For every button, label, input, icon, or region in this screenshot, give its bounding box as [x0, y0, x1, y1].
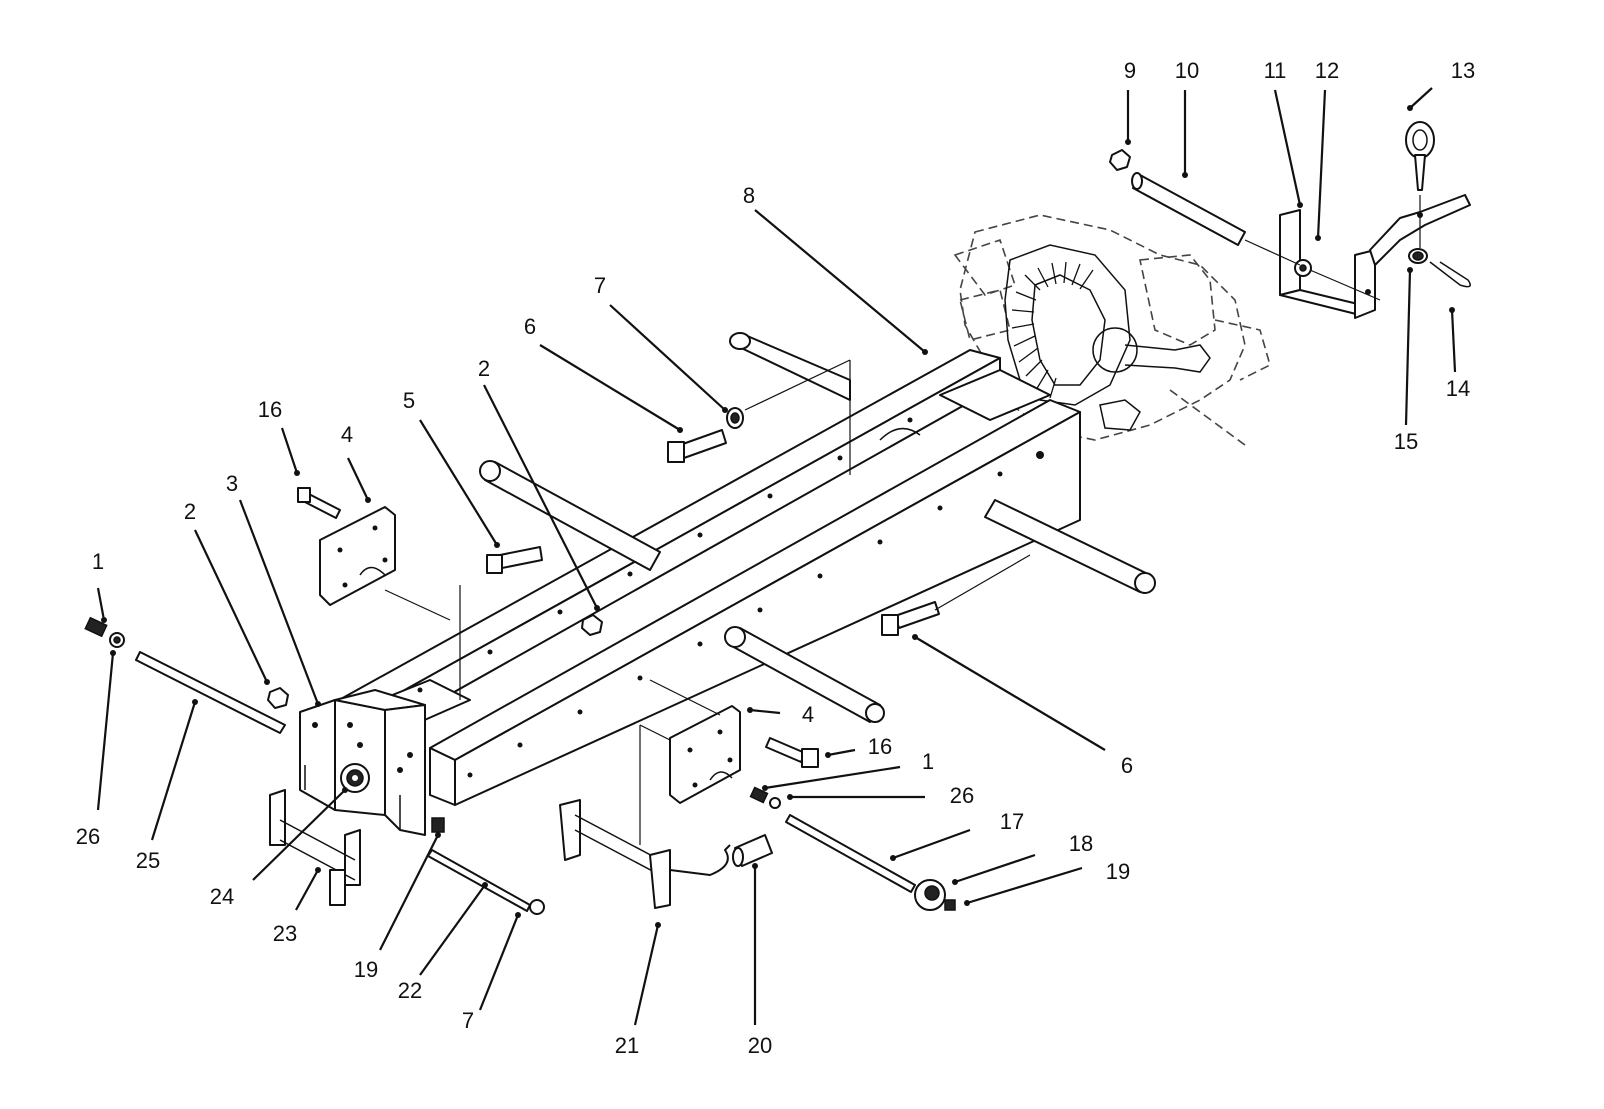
part-15-washer	[1408, 248, 1428, 264]
rear-upper-axle-tube	[729, 332, 851, 401]
callout-2: 2	[478, 356, 490, 381]
part-7-washer-upper	[726, 407, 744, 429]
part-18-pulley	[914, 879, 946, 911]
part-26-nut-right	[769, 797, 781, 809]
part-16-bolt-upper	[297, 487, 341, 519]
part-4-plate-upper	[319, 506, 396, 606]
part-19-nut-left	[431, 817, 445, 833]
part-14-hairpin	[1429, 261, 1471, 288]
callout-labels: 1 1 2 2 3 4 4 5 6 6 7 7 8 9 10 11 12 13 …	[76, 58, 1475, 1058]
part-23-bracket	[269, 789, 361, 906]
callout-14: 14	[1446, 376, 1470, 401]
callout-1: 1	[922, 749, 934, 774]
callout-19: 19	[1106, 859, 1130, 884]
part-2-nut-left	[267, 687, 289, 709]
part-19-nut-right	[944, 899, 956, 911]
callout-2: 2	[184, 499, 196, 524]
callout-26: 26	[76, 824, 100, 849]
callout-3: 3	[226, 471, 238, 496]
frame-rail-holes	[417, 417, 1044, 778]
part-26-nut-left	[109, 632, 125, 648]
callout-16: 16	[258, 397, 282, 422]
front-axle-tube	[724, 626, 885, 723]
assembly-lines	[384, 195, 1421, 845]
callout-7: 7	[462, 1008, 474, 1033]
callout-4: 4	[341, 422, 353, 447]
callout-16: 16	[868, 734, 892, 759]
callout-22: 22	[398, 978, 422, 1003]
callout-1: 1	[92, 549, 104, 574]
part-1-setscrew-right	[749, 786, 769, 804]
callout-18: 18	[1069, 831, 1093, 856]
callout-25: 25	[136, 848, 160, 873]
part-16-bolt-lower	[765, 737, 819, 768]
callout-23: 23	[273, 921, 297, 946]
part-7-nut-front	[529, 899, 545, 915]
callout-15: 15	[1394, 429, 1418, 454]
transaxle-housing	[953, 214, 1271, 446]
part-13-hitch-pin	[1405, 121, 1435, 191]
front-bracket-left	[299, 689, 426, 836]
callout-12: 12	[1315, 58, 1339, 83]
part-21-bracket	[559, 799, 731, 909]
part-1-setscrew-left	[84, 616, 108, 638]
part-2-nut-center	[581, 614, 603, 636]
callout-5: 5	[403, 388, 415, 413]
part-6-bolt-upper	[667, 429, 727, 463]
callout-9: 9	[1124, 58, 1136, 83]
callout-8: 8	[743, 183, 755, 208]
ring-gear-teeth	[1011, 261, 1094, 399]
part-4-plate-lower	[669, 705, 741, 804]
callout-20: 20	[748, 1033, 772, 1058]
left-axle-tube	[479, 460, 661, 571]
callout-17: 17	[1000, 809, 1024, 834]
part-5-bolt	[486, 546, 543, 574]
callout-21: 21	[615, 1033, 639, 1058]
callout-24: 24	[210, 884, 234, 909]
part-6-bolt-lower	[881, 601, 940, 636]
part-10-pin	[1131, 172, 1246, 246]
leader-lines	[96, 87, 1457, 1026]
part-17-rod	[785, 814, 916, 893]
part-25-rod	[135, 651, 286, 734]
callout-10: 10	[1175, 58, 1199, 83]
callout-19: 19	[354, 957, 378, 982]
part-9-nut	[1109, 149, 1131, 171]
part-12-hitch-bar	[1279, 194, 1471, 319]
right-axle-tube	[984, 499, 1156, 594]
callout-6: 6	[1121, 753, 1133, 778]
callout-4: 4	[802, 702, 814, 727]
frame-rail-front	[429, 399, 1081, 806]
callout-13: 13	[1451, 58, 1475, 83]
part-11-hitch-plate	[1279, 209, 1312, 296]
callout-11: 11	[1264, 58, 1287, 83]
part-20-sleeve	[732, 834, 773, 867]
part-24-bushing	[340, 763, 370, 793]
part-22-rod	[427, 849, 531, 912]
callout-6: 6	[524, 314, 536, 339]
frame-rail-rear	[329, 349, 1001, 746]
callout-7: 7	[594, 273, 606, 298]
callout-26: 26	[950, 783, 974, 808]
